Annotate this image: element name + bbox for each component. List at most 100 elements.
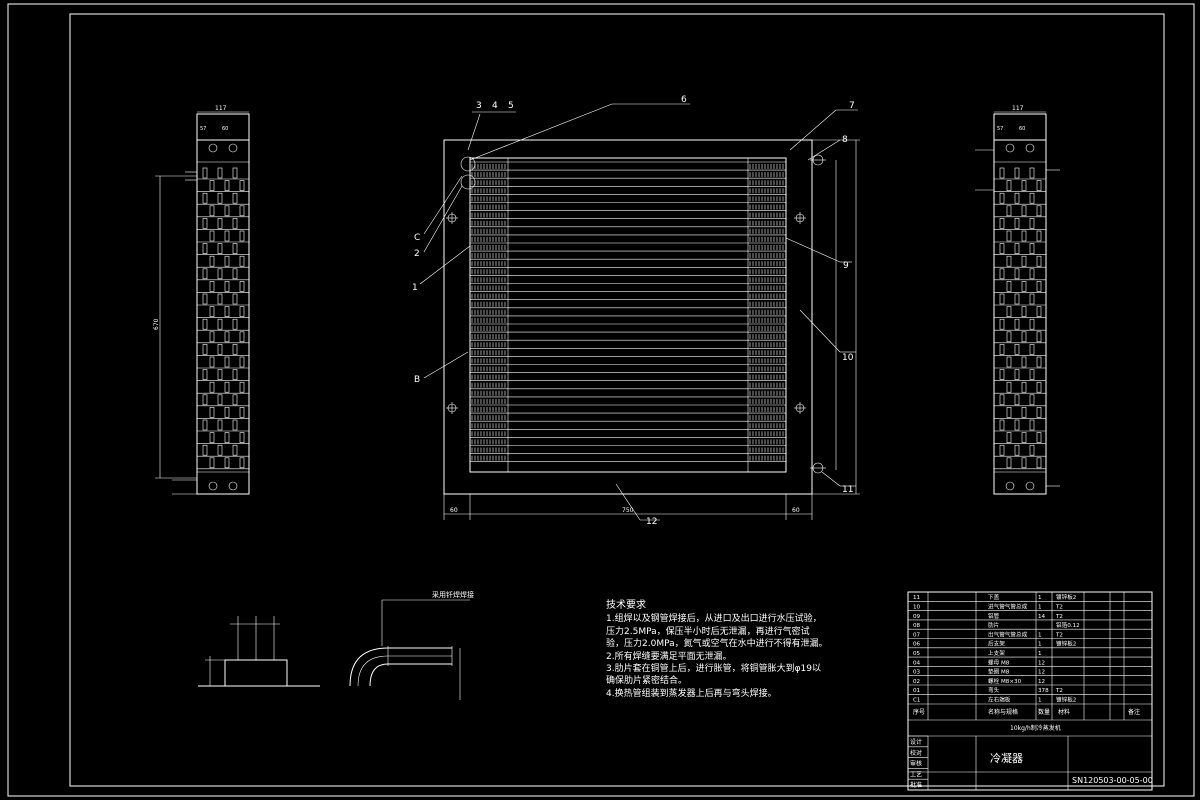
fin-slot [209, 306, 215, 317]
fin-slot [232, 318, 238, 330]
bom-cell-qty: 14 [1038, 614, 1046, 620]
fin-slot [209, 180, 215, 191]
bom-cell-qty: 1 [1038, 595, 1042, 601]
fin-slot [224, 205, 230, 217]
fin-slot [217, 344, 223, 355]
fin-slot [1029, 419, 1035, 431]
fin-slot [217, 218, 223, 229]
fin-slot [1014, 243, 1020, 254]
callout-8: 8 [842, 135, 848, 145]
bom-cell-name: 左右端板 [988, 696, 1011, 704]
fin-slot [1036, 457, 1042, 469]
bom-header-qty: 数量 [1038, 708, 1050, 716]
fin-slot [1036, 180, 1042, 191]
bom-cell-no: 11 [913, 595, 921, 601]
fin-slot [1029, 344, 1035, 355]
fin-slot [1006, 205, 1012, 217]
fin-slot [239, 457, 245, 469]
fin-slot [239, 281, 245, 292]
fin-slot [1036, 205, 1042, 217]
bom-cell-name: 下盖 [988, 593, 1000, 601]
fin-slot [224, 180, 230, 191]
tech-note-line: 3.肋片套在铜管上后，进行胀管，将铜管胀大到φ19以 [606, 664, 821, 675]
fin-slot [232, 218, 238, 229]
fin-slot [1014, 344, 1020, 355]
fin-slot [202, 218, 208, 229]
fin-slot [1014, 218, 1020, 229]
bom-cell-mat: T2 [1055, 605, 1063, 611]
fin-slot [1006, 255, 1012, 267]
fin-slot [1029, 369, 1035, 380]
tech-note-line: 1.组焊以及钢管焊接后，从进口及出口进行水压试验， [606, 614, 822, 625]
inner-frame [69, 13, 1165, 787]
bom-header-remark: 备注 [1128, 708, 1140, 716]
bom-cell-name: 铝管 [988, 612, 1000, 620]
fin-slot [1006, 381, 1012, 393]
fin-slot [999, 344, 1005, 355]
fin-slot [1029, 318, 1035, 330]
fin-slot [1014, 192, 1020, 204]
fin-slot [239, 180, 245, 191]
fin-slot [224, 432, 230, 443]
fin-slot [217, 369, 223, 380]
drawing-number: SN120503-00-05-00 [1072, 776, 1153, 785]
fin-slot [1021, 356, 1027, 368]
bom-cell-qty: 378 [1038, 688, 1049, 694]
left-side-view: 670 117 57 60 [153, 105, 250, 495]
fin-slot [232, 243, 238, 254]
fin-slot [1021, 255, 1027, 267]
tech-note-line: 压力2.5MPa，保压半小时后无泄漏，再进行气密试 [606, 626, 810, 637]
tech-note-line: 4.换热管组装到蒸发器上后再与弯头焊接。 [606, 688, 777, 699]
fin-slot [239, 205, 245, 217]
fin-slot [1029, 192, 1035, 204]
fin-slot [232, 344, 238, 355]
fin-slot [239, 407, 245, 418]
fin-slot [217, 444, 223, 456]
fin-slot [209, 331, 215, 343]
fin-slot [217, 192, 223, 204]
fin-slot [1014, 268, 1020, 280]
bom-cell-qty: 12 [1038, 670, 1045, 676]
fin-slot [217, 167, 223, 179]
fin-slot [999, 394, 1005, 406]
fin-slot [999, 192, 1005, 204]
bom-cell-mat: T2 [1055, 614, 1063, 620]
fin-slot [1021, 306, 1027, 317]
tech-note-line: 2.所有焊缝要满足平面无泄漏。 [606, 651, 732, 662]
tech-note-line: 确保肋片紧密结合。 [606, 676, 688, 687]
bom-cell-mat: 镀锌板2 [1056, 640, 1076, 648]
fin-slot [999, 268, 1005, 280]
fin-slot [232, 268, 238, 280]
callouts: 6 7 8 9 10 11 12 1 2 C B 3 4 5 [412, 95, 858, 527]
bom-cell-qty: 1 [1038, 605, 1042, 611]
fin-slot [1006, 356, 1012, 368]
bom-cell-qty: 1 [1038, 642, 1042, 648]
fin-slot [1036, 281, 1042, 292]
fin-slot [1006, 457, 1012, 469]
fin-slot [232, 167, 238, 179]
fin-slot [224, 331, 230, 343]
fin-slot [1006, 407, 1012, 418]
fin-slot [202, 167, 208, 179]
title-side-label: 工艺 [910, 770, 922, 778]
fin-slot [202, 293, 208, 305]
mounting-holes [446, 154, 826, 474]
fin-slot [202, 268, 208, 280]
fin-slot [209, 255, 215, 267]
bom-subtitle: 10kg/h制冷蒸发机 [1010, 724, 1061, 732]
fin-slot [209, 230, 215, 242]
fin-slot [217, 318, 223, 330]
left-sub-dim-a: 57 [200, 126, 206, 132]
outer-frame [7, 3, 1195, 797]
fin-slot [1014, 167, 1020, 179]
fin-slot [1036, 407, 1042, 418]
fin-slot [999, 218, 1005, 229]
fin-slot [999, 167, 1005, 179]
fin-slot [999, 318, 1005, 330]
callout-9: 9 [843, 261, 849, 271]
fin-slot [1029, 394, 1035, 406]
bom-cell-no: 06 [913, 642, 921, 648]
callout-12: 12 [646, 517, 657, 527]
